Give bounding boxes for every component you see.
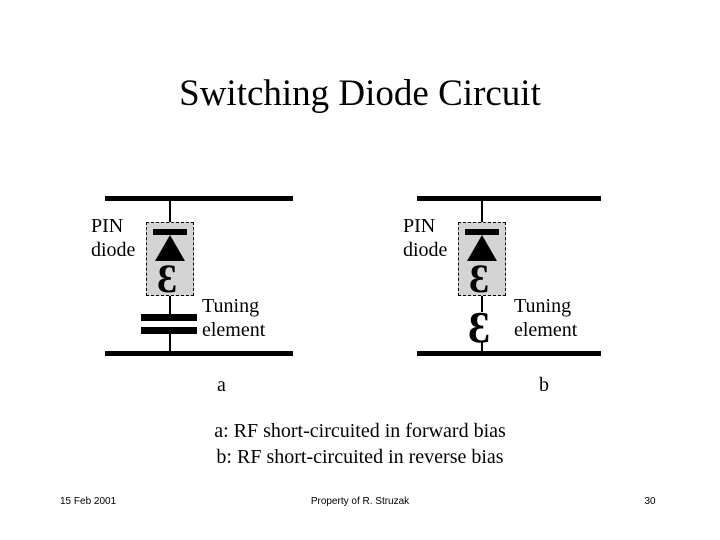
footer-date: 15 Feb 2001 (60, 496, 117, 507)
wire-mid-a (169, 292, 171, 316)
top-rail-a (105, 196, 293, 201)
capacitor-plate-bottom-a (141, 327, 197, 334)
pin-diode-label-b: PIN diode (403, 215, 448, 261)
pin-diode-label-a: PIN diode (91, 215, 136, 261)
wire-bottom-a (169, 334, 171, 354)
top-rail-b (417, 196, 601, 201)
wire-mid-b (481, 292, 483, 312)
wire-bottom-b (481, 342, 483, 354)
footer-owner: Property of R. Struzak (310, 496, 410, 507)
tuning-element-label-b: Tuning element (514, 295, 578, 341)
caption-line-b: b: RF short-circuited in reverse bias (216, 446, 504, 468)
coil-squiggle-icon-b: 3 (469, 256, 489, 301)
diode-anode-triangle-a (155, 235, 185, 261)
footer-page-number: 30 (644, 496, 656, 507)
wire-top-a (169, 200, 171, 222)
pin-diode-highlight-box-a: 3 (146, 222, 194, 301)
panel-letter-a: a (217, 374, 226, 396)
diode-cathode-bar-b (465, 229, 499, 235)
caption-block: a: RF short-circuited in forward bias b:… (0, 418, 720, 470)
diode-anode-triangle-b (467, 235, 497, 261)
tuning-coil-squiggle-icon-b: 3 (468, 303, 490, 352)
bottom-rail-a (105, 351, 293, 356)
wire-top-b (481, 200, 483, 222)
pin-diode-highlight-box-b: 3 (458, 222, 506, 301)
coil-squiggle-icon-a: 3 (157, 256, 177, 301)
capacitor-plate-top-a (141, 314, 197, 321)
bottom-rail-b (417, 351, 601, 356)
tuning-element-label-a: Tuning element (202, 295, 266, 341)
panel-letter-b: b (539, 374, 549, 396)
page-title: Switching Diode Circuit (179, 73, 541, 114)
caption-line-a: a: RF short-circuited in forward bias (214, 420, 506, 442)
diode-cathode-bar-a (153, 229, 187, 235)
